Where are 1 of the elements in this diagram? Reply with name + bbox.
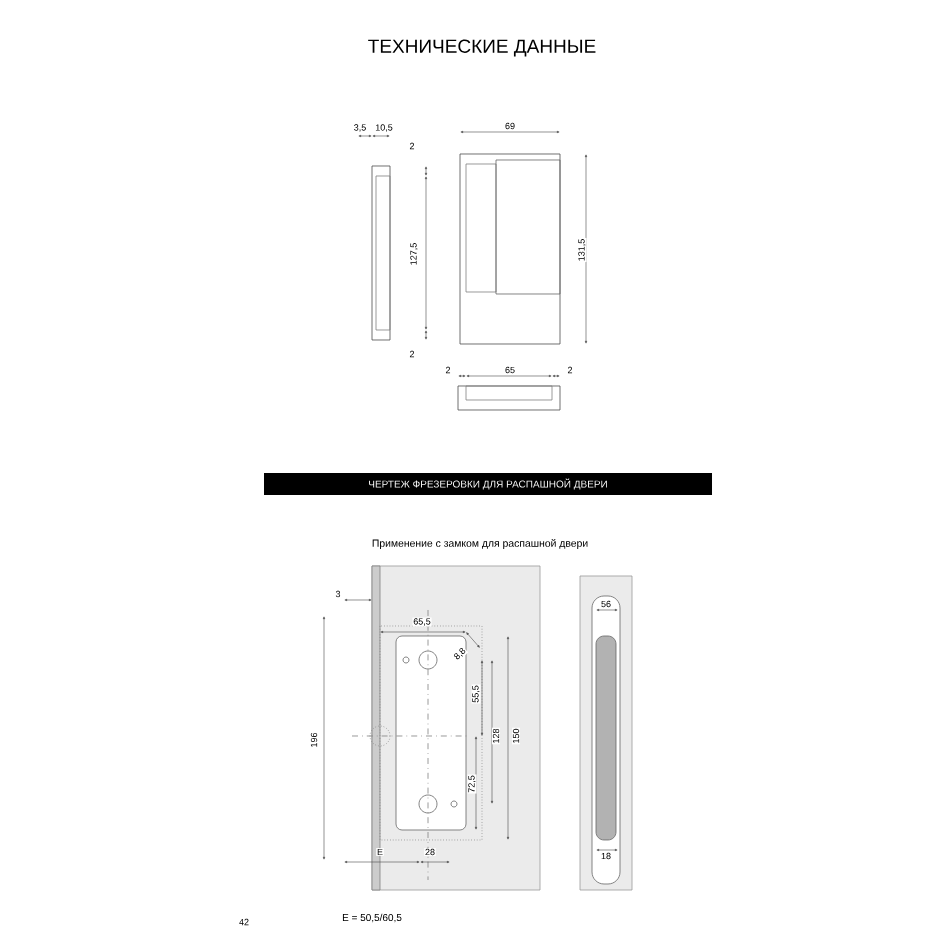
heading: ТЕХНИЧЕСКИЕ ДАННЫЕ — [368, 39, 596, 57]
